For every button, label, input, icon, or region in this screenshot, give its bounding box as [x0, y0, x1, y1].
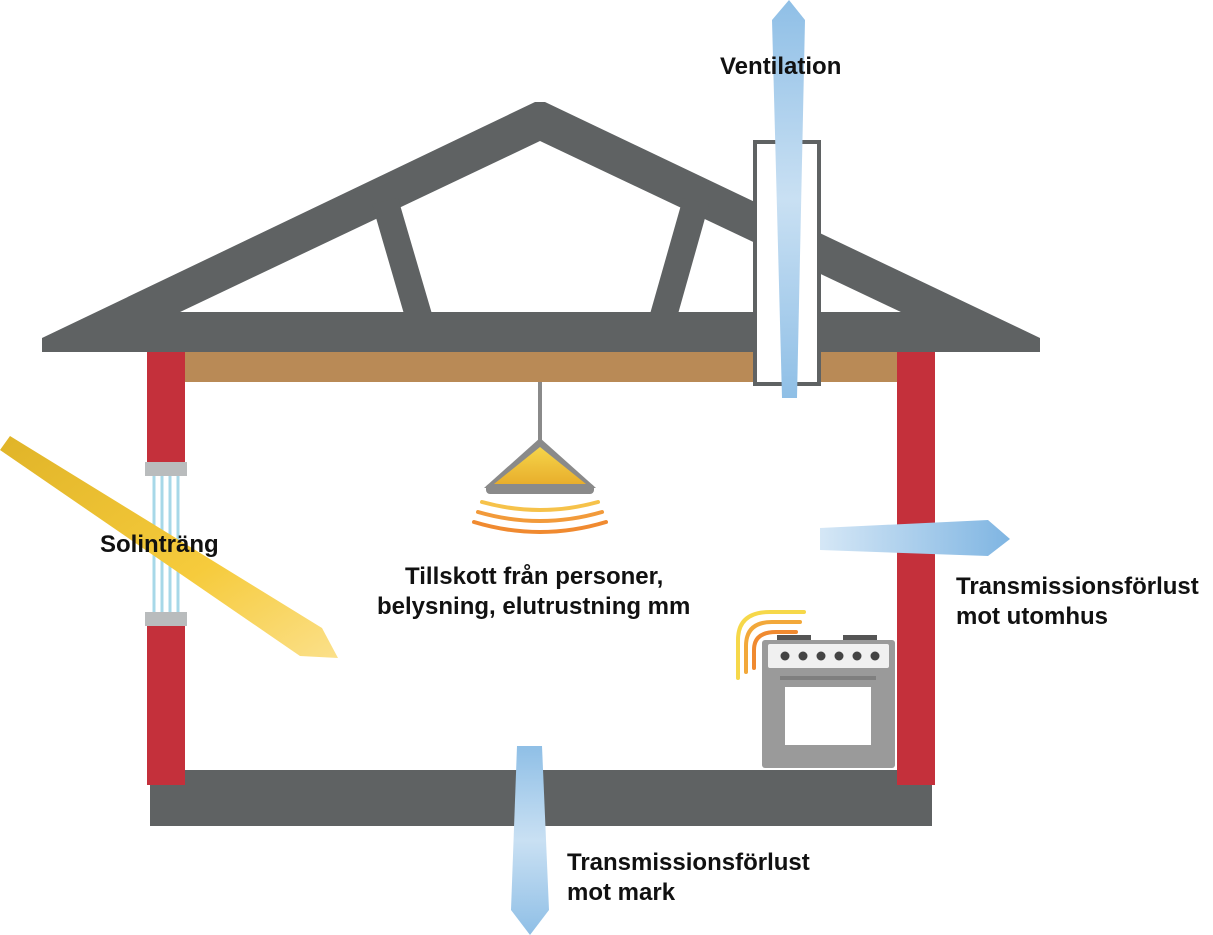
internal-gains-line-2: belysning, elutrustning mm — [377, 593, 691, 620]
ceiling-lamp — [484, 382, 596, 494]
right-wall — [897, 345, 935, 785]
ventilation-arrow — [772, 0, 805, 398]
ground-loss-arrow — [511, 746, 549, 935]
internal-gains-line-1: Tillskott från personer, — [405, 563, 664, 590]
heat-waves — [472, 500, 608, 534]
outdoor-loss-label: Transmissionsförlust mot utomhus — [956, 572, 1199, 632]
internal-gains-label: Tillskott från personer, belysning, elut… — [377, 562, 690, 622]
outdoor-loss-line-1: Transmissionsförlust — [956, 573, 1199, 600]
roof-truss — [42, 102, 1040, 352]
outdoor-loss-arrow — [820, 520, 1010, 556]
ground-loss-line-1: Transmissionsförlust — [567, 849, 810, 876]
stove-icon — [762, 635, 895, 768]
ventilation-label: Ventilation — [720, 53, 842, 80]
heat-waves — [736, 610, 806, 680]
outdoor-loss-line-2: mot utomhus — [956, 603, 1108, 630]
solar-gain-label: Solinträng — [100, 531, 219, 558]
ground-loss-line-2: mot mark — [567, 879, 676, 906]
sun-ray-arrow — [0, 436, 338, 658]
ground-loss-label: Transmissionsförlust mot mark — [567, 848, 810, 908]
